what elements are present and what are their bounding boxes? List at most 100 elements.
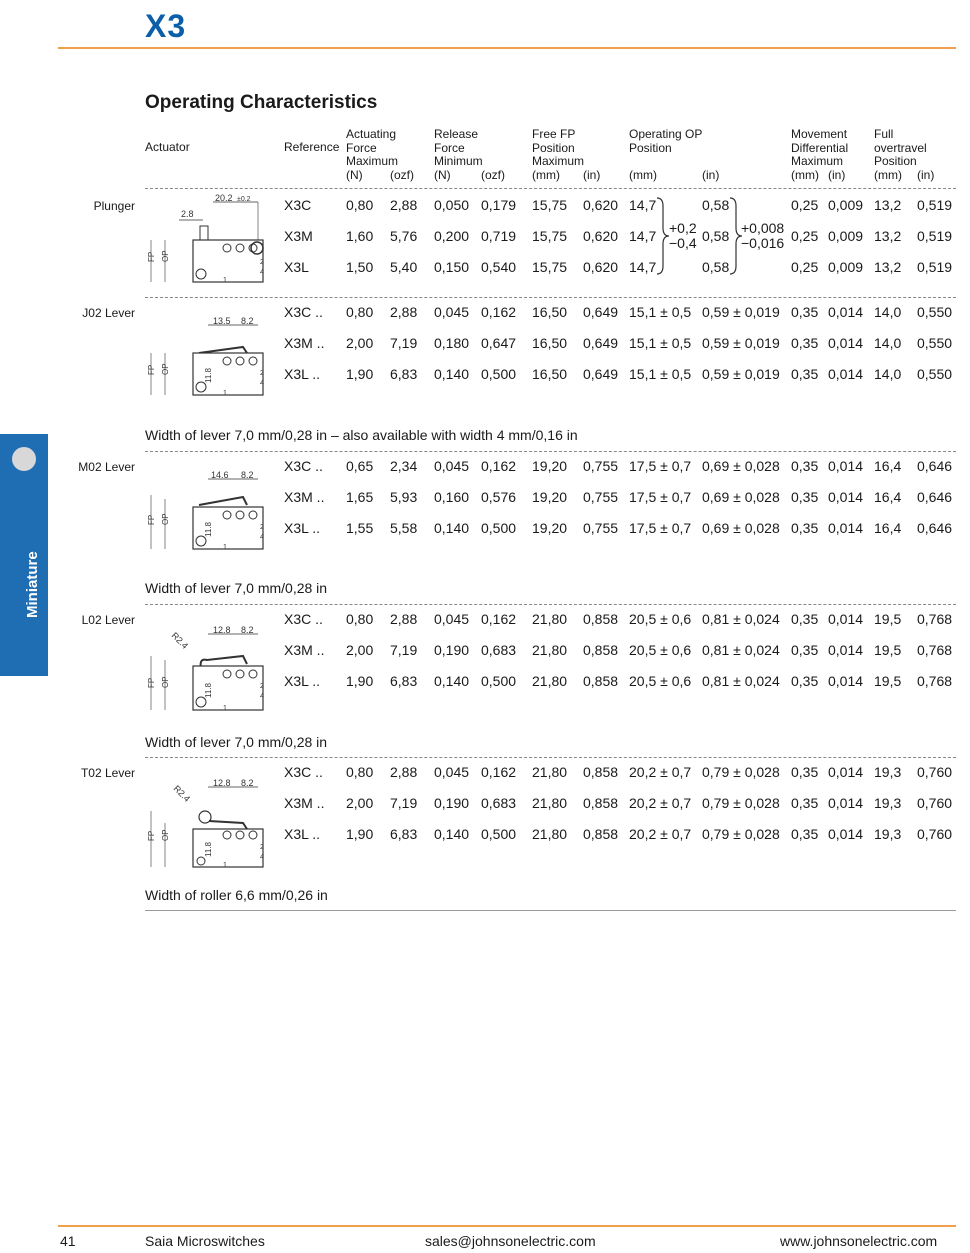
value-cell: 0,35 <box>791 764 819 780</box>
plunger-shape <box>199 225 209 241</box>
terminal-label: 2 <box>260 683 264 690</box>
unit-rel-ozf: (ozf) <box>481 168 505 182</box>
terminal-hole <box>222 510 232 520</box>
value-cell: 16,4 <box>874 458 902 474</box>
terminal-label: 4 <box>260 380 264 387</box>
value-cell: 21,80 <box>532 795 568 811</box>
side-tab-label: Miniature <box>24 551 41 618</box>
switch-body <box>192 239 264 283</box>
value-cell: 0,519 <box>917 228 953 244</box>
terminal-hole <box>222 830 232 840</box>
mounting-hole <box>196 856 206 866</box>
value-cell: 0,014 <box>828 642 864 658</box>
value-cell: 0,160 <box>434 489 470 505</box>
value-cell: 0,014 <box>828 304 864 320</box>
header-line: Position <box>532 140 575 155</box>
header-line: Minimum <box>434 154 483 168</box>
value-cell: 15,75 <box>532 197 568 213</box>
fp-label: FP <box>147 252 156 262</box>
value-cell: 7,19 <box>390 642 418 658</box>
terminal-label: 4 <box>260 693 264 700</box>
value-cell: 0,65 <box>346 458 374 474</box>
table-end-rule <box>145 910 956 911</box>
value-cell: 2,00 <box>346 795 374 811</box>
op-mm-tolerance: +0,2 −0,4 <box>669 221 697 251</box>
value-cell: 0,80 <box>346 197 374 213</box>
header-line: overtravel <box>874 140 927 155</box>
value-cell: 0,140 <box>434 826 470 842</box>
value-cell: 19,5 <box>874 611 902 627</box>
header-line: Force <box>434 140 465 155</box>
value-cell: 0,162 <box>481 458 517 474</box>
value-cell: 0,045 <box>434 764 470 780</box>
value-cell: 0,760 <box>917 764 953 780</box>
reference-cell: X3C <box>284 197 312 213</box>
side-tab-dot-icon <box>12 447 36 471</box>
op-mm-tol-minus: −0,4 <box>669 235 697 251</box>
reference-cell: X3L .. <box>284 826 321 842</box>
reference-cell: X3L .. <box>284 673 321 689</box>
terminal-hole <box>235 669 245 679</box>
value-cell: 16,4 <box>874 520 902 536</box>
unit-op-in: (in) <box>702 168 720 182</box>
value-cell: 14,0 <box>874 366 902 382</box>
value-cell: 0,045 <box>434 458 470 474</box>
plunger-diagram: 20.2 ±0.2 2.8 FP OP 1 2 4 <box>147 193 264 284</box>
value-cell: 1,60 <box>346 228 374 244</box>
value-cell: 2,00 <box>346 642 374 658</box>
value-cell: 19,3 <box>874 826 902 842</box>
terminal-hole <box>222 243 232 253</box>
unit-ot-in: (in) <box>917 168 935 182</box>
value-cell: 0,80 <box>346 611 374 627</box>
value-cell: 0,35 <box>791 826 819 842</box>
unit-fp-in: (in) <box>583 168 601 182</box>
group-note: Width of lever 7,0 mm/0,28 in <box>145 580 328 596</box>
op-label: OP <box>161 250 170 262</box>
value-cell: 0,180 <box>434 335 470 351</box>
value-cell: 19,5 <box>874 673 902 689</box>
reference-cell: X3C .. <box>284 304 323 320</box>
header-line: Actuating <box>346 127 397 141</box>
header-line: Full <box>874 127 894 141</box>
reference-cell: X3L .. <box>284 366 321 382</box>
value-cell: 5,40 <box>390 259 418 275</box>
value-cell: 13,2 <box>874 228 902 244</box>
value-cell: 21,80 <box>532 642 568 658</box>
op-mm-tol-plus: +0,2 <box>669 220 697 236</box>
side-tab[interactable]: Miniature <box>0 434 48 676</box>
value-cell: 19,3 <box>874 764 902 780</box>
value-cell: 0,25 <box>791 259 819 275</box>
value-cell: 0,768 <box>917 642 953 658</box>
value-cell: 17,5 ± 0,7 <box>629 520 692 536</box>
value-cell: 1,90 <box>346 826 374 842</box>
value-cell: 1,90 <box>346 366 374 382</box>
reference-cell: X3C .. <box>284 764 323 780</box>
value-cell: 0,649 <box>583 304 619 320</box>
dim-label: ±0.2 <box>237 196 251 203</box>
value-cell: 0,649 <box>583 335 619 351</box>
value-cell: 0,162 <box>481 611 517 627</box>
terminal-hole <box>235 243 245 253</box>
value-cell: 0,69 ± 0,028 <box>702 489 780 505</box>
mounting-hole <box>195 535 207 547</box>
value-cell: 0,646 <box>917 520 953 536</box>
value-cell: 2,34 <box>390 458 418 474</box>
op-in-tolerance: +0,008 −0,016 <box>741 221 784 251</box>
value-cell: 0,81 ± 0,024 <box>702 611 780 627</box>
product-title: X3 <box>145 8 187 44</box>
header-line: Maximum <box>346 154 399 168</box>
op-in-tol-plus: +0,008 <box>741 220 785 236</box>
footer-email-link[interactable]: sales@johnsonelectric.com <box>425 1233 596 1249</box>
dim-label: 2.8 <box>181 209 194 219</box>
value-cell: 0,35 <box>791 489 819 505</box>
reference-cell: X3L <box>284 259 309 275</box>
dim-label: 11.8 <box>204 521 213 537</box>
terminal-label: 2 <box>260 524 264 531</box>
value-cell: 20,5 ± 0,6 <box>629 611 692 627</box>
value-cell: 0,35 <box>791 335 819 351</box>
value-cell: 0,500 <box>481 366 517 382</box>
value-cell: 0,646 <box>917 489 953 505</box>
dim-label: 12.8 <box>213 778 231 788</box>
footer-website-link[interactable]: www.johnsonelectric.com <box>780 1233 938 1249</box>
header-line: Force <box>346 140 377 155</box>
